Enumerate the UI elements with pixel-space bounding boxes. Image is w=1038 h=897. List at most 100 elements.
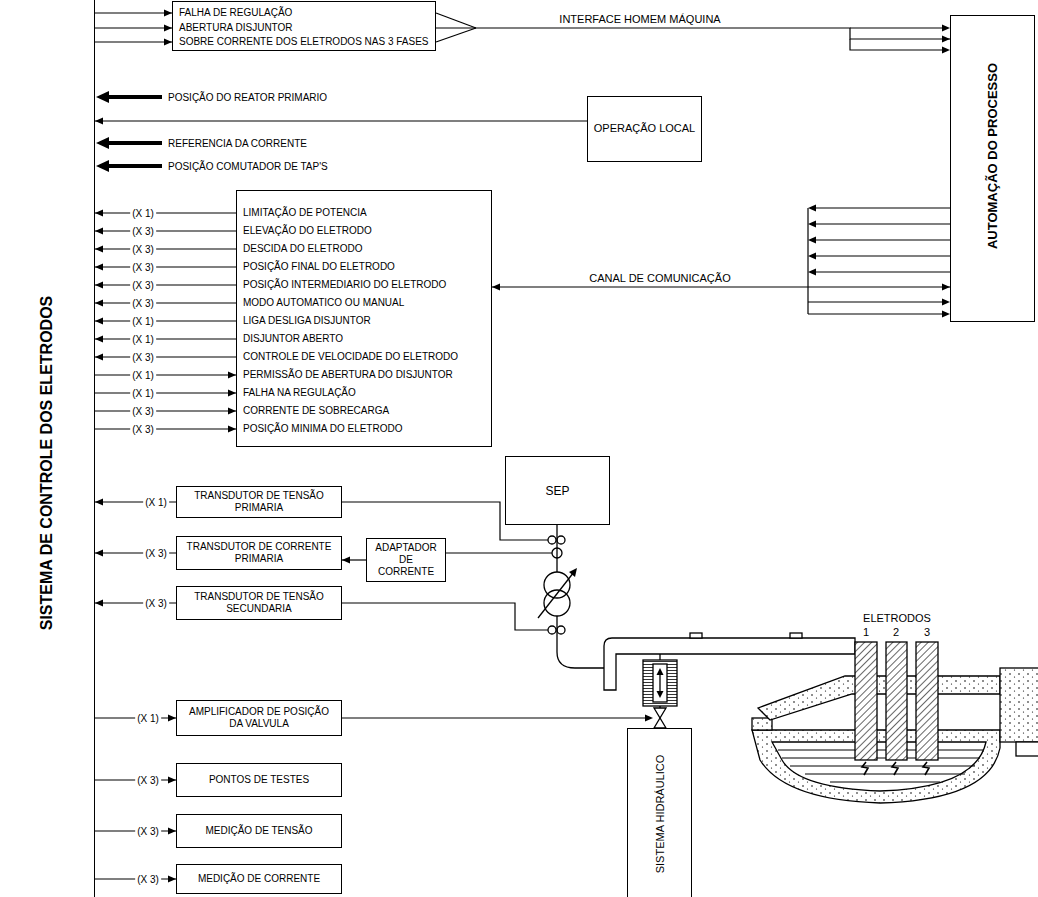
arrow-head	[168, 715, 176, 722]
arrow-head	[95, 600, 103, 607]
communication-bus-part	[815, 255, 950, 256]
connector	[95, 354, 236, 361]
arrow-head	[168, 876, 176, 883]
edge-label: (X 1)	[143, 497, 169, 508]
communication-bus-part	[808, 301, 943, 302]
furnace-body-part	[805, 774, 965, 775]
connector	[95, 372, 236, 379]
communication-bus-part	[808, 205, 816, 212]
connector	[95, 25, 172, 32]
edge-label: (X 1)	[130, 370, 156, 381]
node-text: ELEVAÇÃO DO ELETRODO	[243, 224, 372, 238]
transducer-box: TRANSDUTOR DE TENSÃO SECUNDARIA	[176, 586, 342, 620]
connector	[95, 408, 236, 415]
arrow-head	[95, 499, 103, 506]
thick-arrow-part	[96, 91, 109, 103]
callout-number: 2	[893, 626, 899, 638]
communication-bus-part	[942, 299, 950, 306]
connector-line	[95, 12, 172, 13]
furnace-body-part	[1016, 742, 1038, 756]
bundle-line	[850, 39, 943, 50]
power-feeder-part	[538, 572, 574, 618]
arrow-head	[95, 264, 103, 271]
electrode-arm-part	[690, 633, 702, 638]
electrode-arm-part	[654, 718, 666, 728]
node-text: LIMITAÇÃO DE POTENCIA	[243, 206, 367, 220]
connector	[95, 390, 236, 397]
connector-line	[95, 428, 236, 429]
electrodes-part	[862, 762, 868, 775]
node-text: POSIÇÃO FINAL DO ELETRODO	[243, 260, 395, 274]
edge-label: (X 1)	[130, 208, 156, 219]
hydraulic-box: SISTEMA HIDRÁULICO	[627, 728, 692, 897]
electrodes-part	[892, 762, 898, 775]
power-feeder-part	[557, 536, 565, 544]
transducer-wires-part	[446, 552, 552, 553]
edge-label: (X 3)	[143, 548, 169, 559]
edge-label: (X 3)	[130, 352, 156, 363]
callout-number: 3	[924, 626, 930, 638]
furnace-body-part	[1000, 668, 1038, 742]
connector	[95, 426, 236, 433]
communication-bus-part	[808, 313, 943, 314]
arrow-head	[95, 282, 103, 289]
arrow-head	[164, 25, 172, 32]
connector-line	[95, 41, 172, 42]
automation-panel: AUTOMAÇÃO DO PROCESSO	[950, 15, 1035, 322]
connector-line	[95, 320, 236, 321]
node-text: ABERTURA DISJUNTOR	[179, 21, 293, 35]
node-text: SOBRE CORRENTE DOS ELETRODOS NAS 3 FASES	[179, 35, 429, 49]
electrode-arm	[604, 633, 855, 728]
arrow-head	[95, 210, 103, 217]
node-text: AUTOMAÇÃO DO PROCESSO	[985, 63, 999, 249]
arrow-head	[228, 390, 236, 397]
node-text: AMPLIFICADOR DE POSIÇÃO DA VALVULA	[177, 706, 341, 730]
electrode-arm-part	[653, 664, 667, 702]
thick-arrow	[96, 91, 162, 172]
edge-label: (X 3)	[130, 262, 156, 273]
arrow-head	[95, 550, 103, 557]
edge-label: (X 3)	[130, 226, 156, 237]
electrode-arm-part	[604, 638, 855, 690]
furnace-body-part	[758, 676, 1000, 720]
node-text: FALHA DE REGULAÇÃO	[179, 6, 292, 20]
connector	[95, 300, 236, 307]
connector-line	[95, 230, 236, 231]
transducer-box: TRANSDUTOR DE CORRENTE PRIMARIA	[176, 536, 342, 570]
part-label: ELETRODOS	[863, 612, 931, 624]
arrow-head	[168, 777, 176, 784]
connector	[492, 284, 950, 291]
amplifier-box: AMPLIFICADOR DE POSIÇÃO DA VALVULA	[176, 700, 342, 736]
bundle-line	[436, 28, 476, 42]
node-text: OPERAÇÃO LOCAL	[588, 122, 701, 135]
node-text: MEDIÇÃO DE TENSÃO	[177, 825, 341, 837]
communication-bus-part	[815, 223, 950, 224]
electrode-arm-part	[659, 654, 660, 660]
connector-line	[95, 302, 236, 303]
furnace-body-part	[790, 766, 975, 767]
edge-label: (X 3)	[135, 826, 161, 837]
thick-arrow-part	[106, 141, 162, 145]
power-feeder-part	[557, 652, 604, 668]
sep-box: SEP	[505, 456, 610, 525]
connector-line	[95, 338, 236, 339]
transducer-wires-part	[342, 717, 646, 718]
communication-bus-part	[808, 269, 816, 276]
alarm-box: FALHA DE REGULAÇÃOABERTURA DISJUNTORSOBR…	[172, 1, 436, 51]
connector	[95, 246, 236, 253]
electrodes-part	[855, 642, 877, 760]
node-text: DESCIDA DO ELETRODO	[243, 242, 362, 256]
node-text: TRANSDUTOR DE TENSÃO PRIMARIA	[177, 490, 341, 514]
connector-line	[95, 284, 236, 285]
signal-label: POSIÇÃO DO REATOR PRIMARIO	[168, 92, 327, 103]
furnace-body-part	[772, 742, 986, 791]
node-text: MODO AUTOMATICO OU MANUAL	[243, 296, 404, 310]
electrode-arm-part	[643, 660, 677, 706]
arrow-head	[228, 372, 236, 379]
node-text: PERMISSÃO DE ABERTURA DO DISJUNTOR	[243, 368, 453, 382]
arrow-head	[942, 284, 950, 291]
node-text: SISTEMA HIDRÁULICO	[653, 755, 665, 874]
furnace-body-part	[830, 782, 940, 783]
node-text: SEP	[506, 483, 609, 497]
